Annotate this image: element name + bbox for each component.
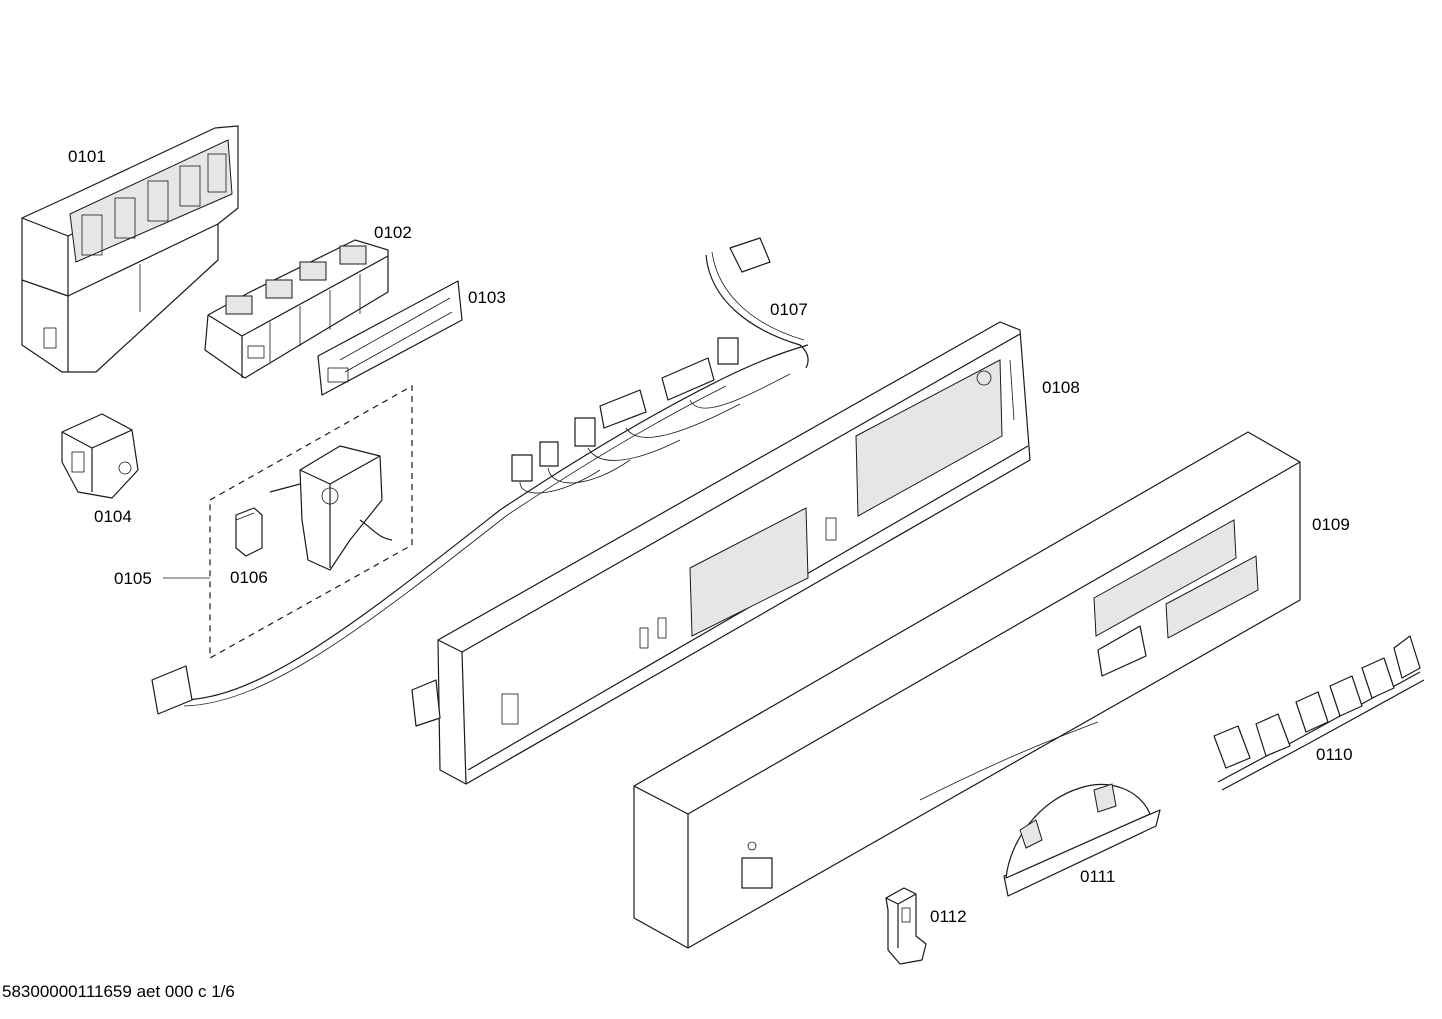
part-label-0101[interactable]: 0101	[68, 147, 106, 166]
part-0102-drawing[interactable]	[204, 239, 389, 379]
part-0108-drawing[interactable]	[411, 321, 1031, 785]
part-label-0105[interactable]: 0105	[114, 569, 152, 588]
part-label-0103[interactable]: 0103	[468, 288, 506, 307]
part-0109-drawing[interactable]	[633, 431, 1301, 949]
part-0110-drawing[interactable]	[1213, 635, 1425, 791]
part-0104-drawing[interactable]	[61, 413, 139, 499]
part-0106-drawing[interactable]	[235, 507, 263, 557]
part-label-0106[interactable]: 0106	[230, 568, 268, 587]
part-0112-drawing[interactable]	[885, 887, 927, 965]
part-0103-drawing[interactable]	[317, 280, 463, 396]
document-id-footer: 58300000111659 aet 000 c 1/6	[2, 982, 235, 1001]
part-label-0111[interactable]: 0111	[1080, 867, 1115, 886]
part-0111-drawing[interactable]	[1003, 783, 1161, 897]
part-label-0109[interactable]: 0109	[1312, 515, 1350, 534]
part-0107-drawing[interactable]	[151, 237, 809, 715]
kit-door-lock-drawing	[269, 445, 393, 571]
part-0105-kit-boundary[interactable]	[163, 384, 413, 660]
part-label-0108[interactable]: 0108	[1042, 378, 1080, 397]
part-label-0110[interactable]: 0110	[1316, 745, 1353, 764]
part-0101-drawing[interactable]	[21, 125, 239, 373]
part-label-0104[interactable]: 0104	[94, 507, 132, 526]
part-label-0112[interactable]: 0112	[930, 907, 967, 926]
part-label-0107[interactable]: 0107	[770, 300, 808, 319]
part-label-0102[interactable]: 0102	[374, 223, 412, 242]
